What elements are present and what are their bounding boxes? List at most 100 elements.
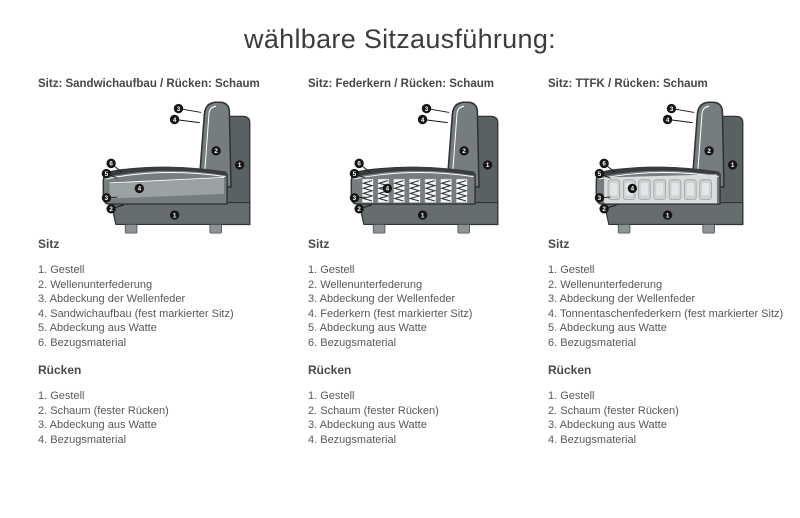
list-item: 3. Abdeckung der Wellenfeder — [548, 293, 696, 305]
list-item: 1. Gestell — [38, 264, 85, 276]
sofa-foot-back — [702, 224, 715, 234]
list-item: 2. Schaum (fester Rücken) — [38, 404, 169, 417]
callout-number-3: 3 — [353, 195, 357, 202]
pocket-spring-inner — [656, 182, 664, 196]
callout-marker-6 — [354, 158, 364, 169]
sofa-foot-front — [124, 224, 138, 234]
list-item: 2. Wellenunterfederung — [308, 278, 423, 291]
seat-top-trim — [105, 166, 227, 178]
callout-number-4: 4 — [386, 186, 390, 193]
callout-number-6: 6 — [602, 161, 606, 168]
variant-header: Sitz: Sandwichaufbau / Rücken: Schaum — [38, 78, 260, 90]
callout-number-1: 1 — [173, 212, 177, 219]
spring-coil — [408, 180, 421, 202]
list-item: 4. Bezugsmaterial — [38, 433, 127, 446]
callout-number-1: 1 — [421, 212, 425, 219]
callout-marker-2 — [704, 146, 714, 156]
sofa-foot-front — [372, 224, 386, 234]
sofa-backrest — [446, 101, 480, 188]
callout-marker-2 — [599, 204, 609, 214]
callout-number-1: 1 — [666, 212, 670, 219]
sofa-foot-back — [209, 224, 222, 234]
page-title: wählbare Sitzausführung: — [244, 24, 556, 54]
sofa-backrest — [691, 101, 725, 188]
callout-marker-2 — [459, 146, 469, 156]
spring-coil — [392, 180, 406, 202]
callout-number-2: 2 — [707, 148, 711, 155]
callout-marker-5 — [349, 168, 360, 179]
callout-number-2: 2 — [462, 148, 466, 155]
callout-marker-3 — [173, 103, 184, 114]
variant-header: Sitz: TTFK / Rücken: Schaum — [548, 78, 708, 90]
list-item: 2. Wellenunterfederung — [548, 278, 663, 291]
sofa-backrest — [198, 101, 232, 188]
callout-marker-1 — [482, 160, 493, 170]
callout-number-6: 6 — [357, 161, 361, 168]
callout-marker-6 — [599, 158, 609, 169]
sandwich-layer — [109, 178, 224, 199]
ruecken-heading: Rücken — [548, 363, 592, 377]
callout-marker-4 — [627, 183, 638, 194]
ruecken-heading: Rücken — [38, 363, 82, 377]
sofa-base — [358, 201, 499, 226]
pocket-spring-inner — [671, 182, 679, 196]
list-item: 4. Tonnentaschenfederkern (fest markiert… — [548, 307, 784, 320]
callout-number-6: 6 — [109, 161, 113, 168]
list-item: 3. Abdeckung aus Watte — [308, 419, 427, 431]
sitz-heading: Sitz — [548, 237, 570, 251]
backrest-piping — [451, 105, 465, 178]
sitz-list: 1. Gestell 2. Wellenunterfederung 3. Abdec… — [548, 263, 798, 350]
pocket-spring-inner — [686, 182, 694, 196]
callout-number-1: 1 — [486, 162, 490, 169]
callout-number-3: 3 — [670, 106, 674, 113]
callout-number-2: 2 — [602, 206, 606, 213]
callout-marker-4 — [382, 183, 393, 194]
callout-marker-1 — [169, 210, 180, 220]
callout-marker-6 — [106, 158, 116, 169]
callout-number-2: 2 — [109, 206, 113, 213]
callout-number-3: 3 — [598, 195, 602, 202]
list-item: 2. Schaum (fester Rücken) — [308, 404, 439, 417]
list-item: 4. Federkern (fest markierter Sitz) — [308, 307, 473, 320]
pocket-spring-inner — [702, 182, 710, 196]
list-item: 1. Gestell — [308, 390, 355, 402]
callout-marker-4 — [417, 114, 428, 125]
callout-marker-2 — [354, 204, 364, 214]
list-item: 5. Abdeckung aus Watte — [548, 322, 667, 334]
list-item: 1. Gestell — [548, 264, 595, 276]
variant-header: Sitz: Federkern / Rücken: Schaum — [308, 78, 494, 90]
callout-number-4: 4 — [173, 117, 177, 124]
callout-number-1: 1 — [731, 162, 735, 169]
callout-marker-1 — [234, 160, 245, 170]
callout-number-5: 5 — [353, 171, 357, 178]
callout-number-3: 3 — [177, 106, 181, 113]
callout-marker-5 — [594, 168, 605, 179]
sofa-base — [110, 201, 251, 226]
callout-marker-1 — [727, 160, 738, 170]
sofa-base — [603, 201, 744, 226]
list-item: 5. Abdeckung aus Watte — [38, 322, 157, 334]
callout-marker-4 — [169, 114, 180, 125]
callout-number-4: 4 — [631, 186, 635, 193]
callout-number-2: 2 — [214, 148, 218, 155]
callout-marker-2 — [211, 146, 221, 156]
callout-number-1: 1 — [238, 162, 242, 169]
pocket-spring-inner — [610, 182, 618, 196]
ruecken-heading: Rücken — [308, 363, 352, 377]
list-item: 1. Gestell — [308, 264, 355, 276]
pocket-spring-inner — [640, 182, 648, 196]
list-item: 4. Sandwichaufbau (fest markierter Sitz) — [38, 307, 234, 320]
callout-number-4: 4 — [666, 117, 670, 124]
spring-coil — [455, 180, 468, 202]
list-item: 1. Gestell — [38, 390, 85, 402]
seat-piping — [353, 172, 474, 180]
callout-marker-3 — [421, 103, 432, 114]
